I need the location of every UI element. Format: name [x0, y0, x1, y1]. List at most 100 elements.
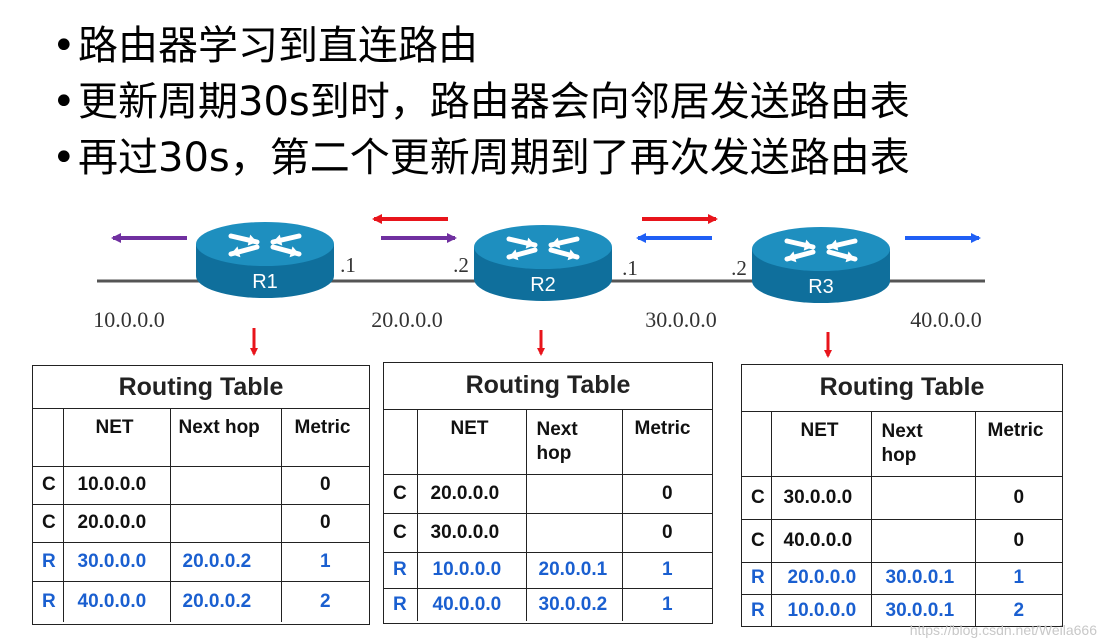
route-type: R [384, 552, 418, 589]
route-hop: 20.0.0.1 [526, 552, 623, 589]
metric-header: Metric [622, 410, 712, 475]
interface-label: .2 [731, 256, 747, 280]
route-hop [170, 466, 282, 505]
route-net: 10.0.0.0 [63, 466, 171, 505]
bullet-item: •更新周期30s到时，路由器会向邻居发送路由表 [52, 74, 910, 130]
router-arrow-head [567, 249, 577, 261]
route-type: R [33, 542, 64, 582]
route-metric: 1 [661, 593, 673, 615]
nexthop-header: Next hop [170, 409, 282, 467]
route-hop: 30.0.0.1 [871, 562, 976, 595]
route-hop [170, 504, 282, 543]
router-arrow-head [787, 251, 797, 263]
bullet-item: •路由器学习到直连路由 [52, 18, 910, 74]
route-net: 40.0.0.0 [771, 519, 872, 563]
table-row: R 10.0.0.0 30.0.0.1 2 [742, 594, 1062, 627]
router-arrow-head [845, 251, 855, 263]
router-icon: R1 [196, 222, 334, 298]
route-type: R [742, 594, 772, 627]
route-net: 20.0.0.0 [417, 474, 527, 514]
route-metric: 2 [1013, 599, 1025, 621]
router-arrow-head [273, 234, 283, 246]
bullet-dot: • [52, 135, 76, 181]
route-type: R [742, 562, 772, 595]
bullet-dot: • [52, 79, 76, 125]
net-header: NET [771, 412, 872, 477]
route-hop: 30.0.0.1 [871, 594, 976, 627]
route-metric: 1 [975, 562, 1062, 595]
interface-label: .2 [453, 253, 469, 277]
route-hop: 20.0.0.2 [170, 581, 282, 622]
nexthop-header-text: Next hop [536, 419, 578, 464]
network-label: 30.0.0.0 [645, 307, 717, 332]
router-icon: R2 [474, 225, 612, 301]
net-header: NET [63, 409, 171, 467]
route-metric: 1 [281, 542, 369, 582]
interface-label: .1 [622, 256, 638, 280]
route-type: C [384, 474, 418, 514]
route-hop: 20.0.0.2 [170, 542, 282, 582]
router-arrow-head [509, 249, 519, 261]
routing-table-title: Routing Table [33, 366, 369, 409]
route-net: 10.0.0.0 [771, 594, 872, 627]
route-type: C [742, 476, 772, 520]
table-row: R 40.0.0.0 30.0.0.2 1 [384, 588, 712, 621]
route-net: 10.0.0.0 [417, 552, 527, 589]
routing-table-r1: Routing Table NET Next hop Metric C 10.0… [32, 365, 370, 625]
bullet-text: 更新周期30s到时，路由器会向邻居发送路由表 [78, 79, 910, 125]
table-row: C 20.0.0.0 0 [33, 504, 369, 543]
metric-header: Metric [975, 412, 1062, 477]
router-arrow-head [231, 246, 241, 258]
bullet-item: •再过30s，第二个更新周期到了再次发送路由表 [52, 130, 910, 186]
router-top [196, 222, 334, 266]
route-net: 20.0.0.0 [771, 562, 872, 595]
router-arrow-head [289, 246, 299, 258]
table-row: C 20.0.0.0 0 [384, 474, 712, 514]
route-net: 40.0.0.0 [63, 581, 171, 622]
bullet-text: 路由器学习到直连路由 [78, 23, 478, 69]
network-label: 20.0.0.0 [371, 307, 443, 332]
routing-table-r2: Routing Table NET Next hop Metric C 20.0… [383, 362, 713, 624]
route-metric: 0 [975, 519, 1062, 563]
router-label: R2 [530, 274, 556, 296]
type-header-cell [742, 412, 772, 477]
table-row: R 40.0.0.0 20.0.0.2 2 [33, 581, 369, 622]
router-label: R3 [808, 276, 834, 298]
routing-table-r3: Routing Table NET Next hop Metric C 30.0… [741, 364, 1063, 627]
route-net: 40.0.0.0 [417, 588, 527, 621]
nexthop-header-text: Next hop [881, 421, 923, 466]
router-arrow-head [247, 234, 257, 246]
route-type: R [33, 581, 64, 622]
route-metric: 0 [622, 474, 712, 514]
route-type: C [742, 519, 772, 563]
network-label: 40.0.0.0 [910, 307, 982, 332]
table-row: R 10.0.0.0 20.0.0.1 1 [384, 552, 712, 589]
table-row: C 10.0.0.0 0 [33, 466, 369, 505]
route-net: 30.0.0.0 [63, 542, 171, 582]
bullet-dot: • [52, 23, 76, 69]
router-arrow-head [803, 239, 813, 251]
route-type: C [33, 466, 64, 505]
route-metric: 0 [281, 466, 369, 505]
route-type: C [33, 504, 64, 543]
route-metric: 0 [622, 513, 712, 553]
route-type: R [384, 588, 418, 621]
route-metric: 2 [319, 590, 331, 612]
router-icon: R3 [752, 227, 890, 303]
route-metric: 1 [622, 552, 712, 589]
bullet-text: 再过30s，第二个更新周期到了再次发送路由表 [78, 135, 910, 181]
route-type: C [384, 513, 418, 553]
route-hop [526, 513, 623, 553]
route-hop [526, 474, 623, 514]
table-row: C 40.0.0.0 0 [742, 519, 1062, 563]
route-hop [871, 519, 976, 563]
table-row: C 30.0.0.0 0 [384, 513, 712, 553]
table-row: R 30.0.0.0 20.0.0.2 1 [33, 542, 369, 582]
routing-table-title: Routing Table [742, 365, 1062, 412]
router-arrow-head [525, 237, 535, 249]
table-row: C 30.0.0.0 0 [742, 476, 1062, 520]
interface-label: .1 [340, 253, 356, 277]
route-hop: 30.0.0.2 [526, 588, 623, 621]
table-row: R 20.0.0.0 30.0.0.1 1 [742, 562, 1062, 595]
